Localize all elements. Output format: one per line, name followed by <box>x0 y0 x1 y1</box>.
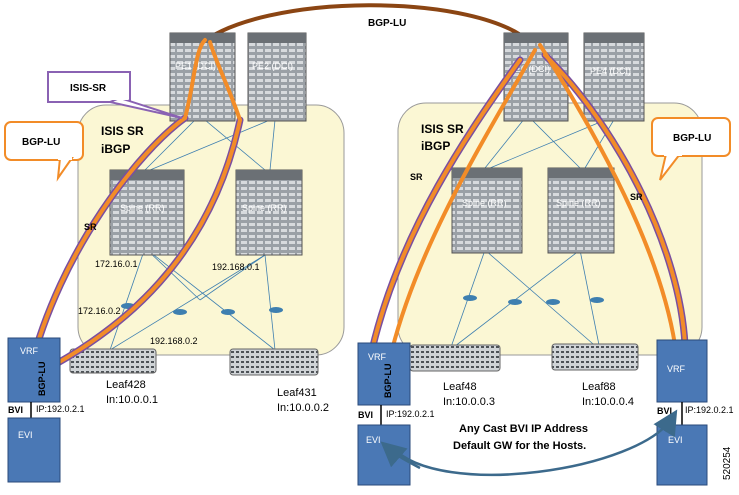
left-spine-1-label: Spine (RR) <box>120 203 165 213</box>
ip-192-168-0-1: 192.168.0.1 <box>212 262 260 272</box>
right-bvi-label: BVI <box>657 406 672 416</box>
leaf48-switch <box>409 344 501 372</box>
leaf88-name: Leaf88 <box>582 381 616 393</box>
leaf428-switch <box>69 348 157 374</box>
middle-bvi-label: BVI <box>358 410 373 420</box>
pe2-label: PE2 (DCI) <box>252 61 293 71</box>
leaf48-name: Leaf48 <box>443 381 477 393</box>
leaf48-ip: In:10.0.0.3 <box>443 396 495 408</box>
figure-id: 520254 <box>722 446 733 480</box>
top-bgp-lu-link <box>196 3 534 48</box>
pe4-label: PE4 (DCI) <box>590 66 631 76</box>
ip-172-16-0-2: 172.16.0.2 <box>78 306 121 316</box>
pe2-router: PE2 (DCI) <box>247 32 307 122</box>
left-fabric-links <box>109 119 276 351</box>
isis-sr-callout-text: ISIS-SR <box>70 83 107 94</box>
pe3-label: PE3 (DCI) <box>509 64 550 74</box>
lsp-paths <box>26 38 689 374</box>
middle-evi-label: EVI <box>366 435 381 445</box>
left-bvi-ip: IP:192.0.2.1 <box>36 404 85 414</box>
left-host: VRF BGP-LU EVI BVI IP:192.0.2.1 <box>7 337 85 483</box>
bgp-lu-right-callout-text: BGP-LU <box>673 133 711 144</box>
leaf431-ip: In:10.0.0.2 <box>277 402 329 414</box>
right-spine-1-label: Spine (RR) <box>462 198 507 208</box>
bgp-lu-right-callout: BGP-LU <box>651 117 731 181</box>
left-spine-2: Spine (RR) <box>235 169 303 256</box>
bgp-lu-left-callout-text: BGP-LU <box>22 137 60 148</box>
leaf88-ip: In:10.0.0.4 <box>582 396 634 408</box>
bgp-lu-left-callout: BGP-LU <box>4 121 84 182</box>
left-bvi-label: BVI <box>8 405 23 415</box>
pe4-router: PE4 (DCI) <box>583 32 645 122</box>
right-fabric-title-1: ISIS SR <box>421 122 464 136</box>
ip-172-16-0-1: 172.16.0.1 <box>95 259 138 269</box>
right-spine-2: Spine (RR) <box>547 167 615 254</box>
middle-host: VRF BGP-LU EVI BVI IP:192.0.2.1 <box>357 342 435 486</box>
right-spine-2-label: Spine (RR) <box>556 198 601 208</box>
left-fabric-title-2: iBGP <box>101 142 130 156</box>
anycast-arrow-left-head <box>380 441 421 470</box>
leaf431-name: Leaf431 <box>277 387 317 399</box>
left-sr-label: SR <box>84 222 97 232</box>
top-bgp-lu-label: BGP-LU <box>368 18 406 29</box>
right-vrf-label: VRF <box>667 364 686 374</box>
left-link-nodes <box>121 303 283 315</box>
right-vrf-box <box>656 339 708 403</box>
leaf428-ip: In:10.0.0.1 <box>106 394 158 406</box>
right-link-nodes <box>463 295 604 305</box>
left-vrf-label: VRF <box>20 346 39 356</box>
anycast-arrow <box>391 409 678 477</box>
anycast-text-1: Any Cast BVI IP Address <box>459 423 588 435</box>
left-fabric-title-1: ISIS SR <box>101 124 144 138</box>
left-bgp-lu-vertical: BGP-LU <box>37 362 47 397</box>
right-fabric-title-2: iBGP <box>421 139 450 153</box>
right-evi-box <box>656 424 708 486</box>
right-bvi-ip: IP:192.0.2.1 <box>685 405 734 415</box>
left-vrf-box <box>7 337 61 403</box>
anycast-text-2: Default GW for the Hosts. <box>453 440 586 452</box>
left-evi-box <box>7 417 61 483</box>
left-evi-label: EVI <box>18 430 33 440</box>
middle-bvi-ip: IP:192.0.2.1 <box>386 409 435 419</box>
ip-192-168-0-2: 192.168.0.2 <box>150 336 198 346</box>
isis-sr-callout: ISIS-SR <box>47 71 183 119</box>
leaf88-switch <box>551 343 639 371</box>
leaf431-switch <box>229 348 319 376</box>
right-spine-1: Spine (RR) <box>451 167 523 254</box>
right-sr-label-right: SR <box>630 192 643 202</box>
middle-bgp-lu-vertical: BGP-LU <box>383 364 393 399</box>
middle-vrf-label: VRF <box>368 352 387 362</box>
middle-vrf-box <box>357 342 411 406</box>
right-evi-label: EVI <box>668 435 683 445</box>
left-spine-2-label: Spine (RR) <box>242 203 287 213</box>
leaf428-name: Leaf428 <box>106 379 146 391</box>
right-sr-label-left: SR <box>410 172 423 182</box>
